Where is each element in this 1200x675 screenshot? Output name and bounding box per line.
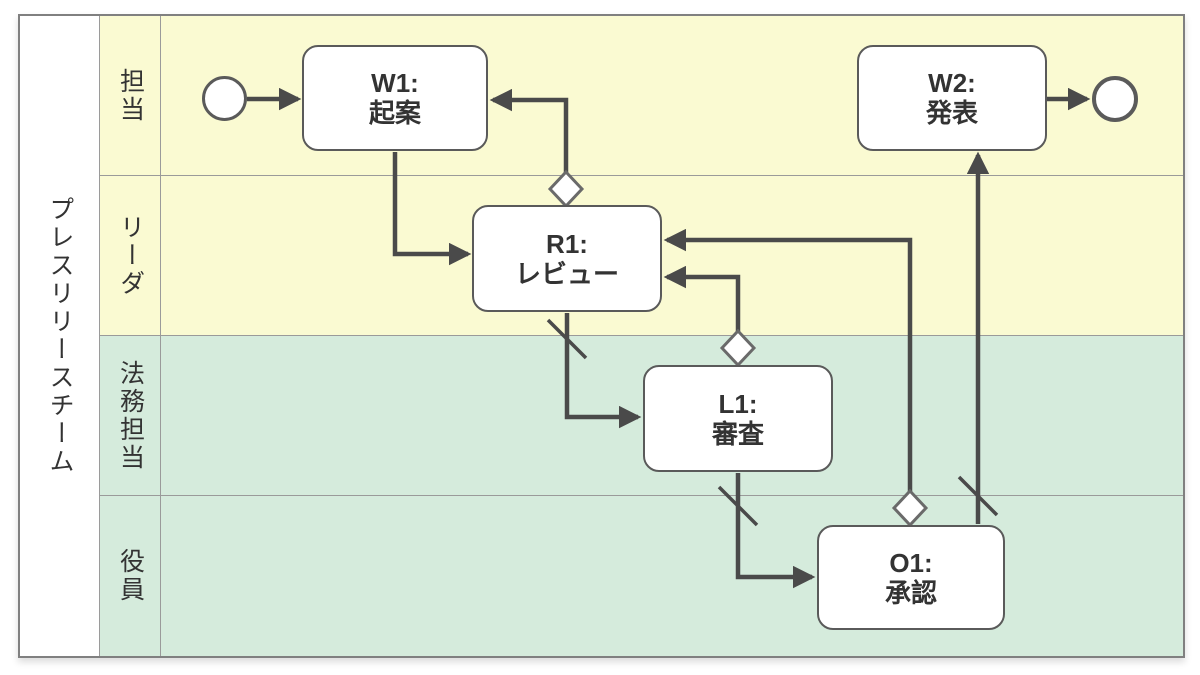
pool-label-cell: プレスリリースチーム xyxy=(20,16,100,656)
lane-label-leader: リーダ xyxy=(116,213,145,298)
task-o1-id: O1: xyxy=(889,547,933,578)
task-w1-id: W1: xyxy=(371,68,419,98)
task-l1: L1: 審査 xyxy=(643,365,833,472)
task-l1-label: 審査 xyxy=(711,418,764,449)
task-w2-label: 発表 xyxy=(925,98,978,128)
lane-body-yakuin xyxy=(161,496,1183,656)
lane-yakuin: 役員 xyxy=(100,496,1183,656)
lane-label-yakuin: 役員 xyxy=(116,548,145,604)
lane-homu-tanto: 法務担当 xyxy=(100,336,1183,496)
task-w2-id: W2: xyxy=(928,68,976,98)
task-w1: W1: 起案 xyxy=(302,45,488,151)
lane-label-cell-leader: リーダ xyxy=(100,176,161,335)
lane-label-homu-tanto: 法務担当 xyxy=(116,359,145,472)
task-w1-label: 起案 xyxy=(368,98,421,128)
task-r1-label: レビュー xyxy=(514,258,619,289)
start-event xyxy=(202,76,247,121)
lane-label-cell-homu-tanto: 法務担当 xyxy=(100,336,161,495)
pool-label: プレスリリースチーム xyxy=(46,196,74,476)
lane-body-leader xyxy=(161,176,1183,335)
task-o1-label: 承認 xyxy=(884,577,937,608)
end-event xyxy=(1092,76,1138,122)
lane-label-tanto: 担当 xyxy=(116,67,145,124)
task-r1-id: R1: xyxy=(546,228,588,259)
lane-label-cell-tanto: 担当 xyxy=(100,16,161,175)
task-o1: O1: 承認 xyxy=(817,525,1005,630)
task-w2: W2: 発表 xyxy=(857,45,1047,151)
lane-label-cell-yakuin: 役員 xyxy=(100,496,161,656)
task-r1: R1: レビュー xyxy=(472,205,662,312)
task-l1-id: L1: xyxy=(718,388,758,419)
